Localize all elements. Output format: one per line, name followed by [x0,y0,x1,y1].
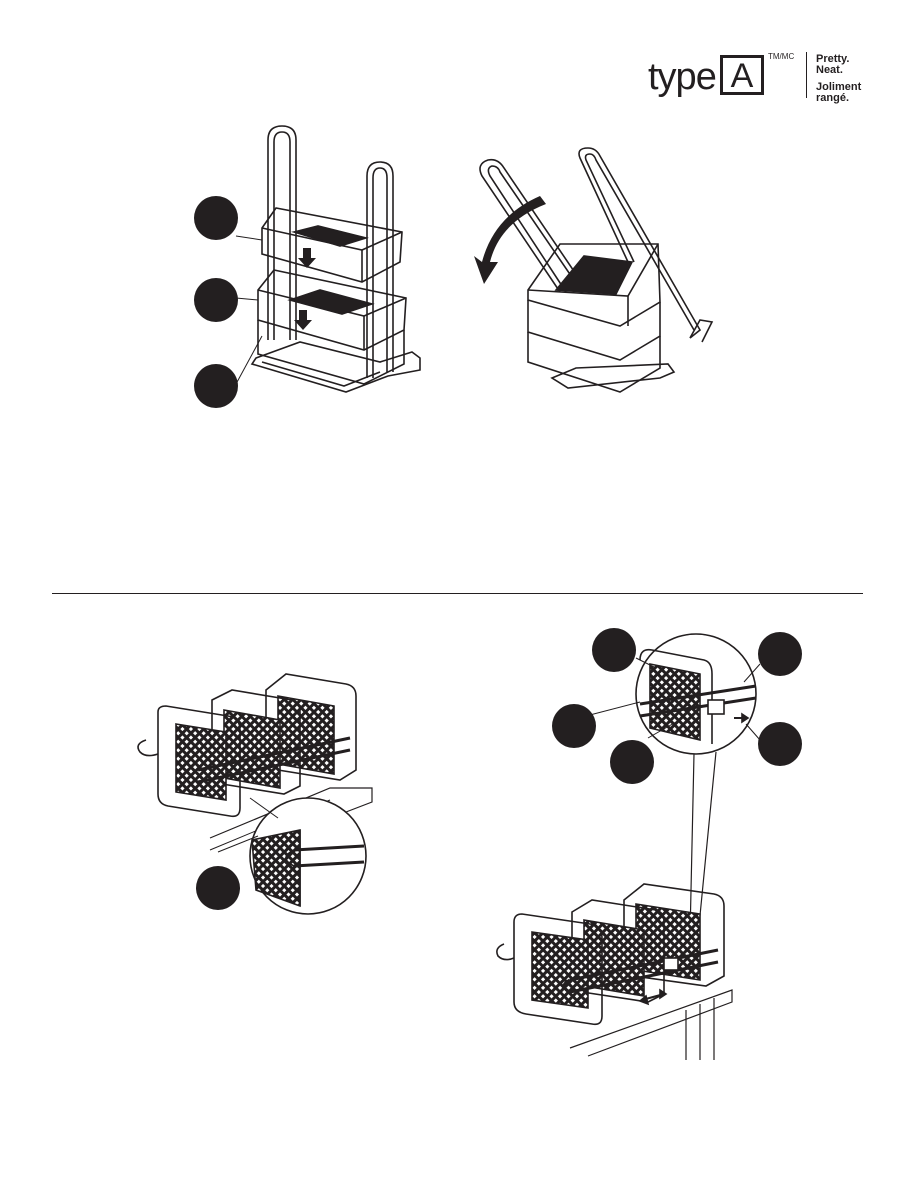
top-basket-liner [294,226,366,246]
connector-detail-figure [586,634,760,936]
callout-circle [758,722,802,766]
callout-circle [552,704,596,748]
slide-arrow-icon [660,990,666,998]
callout-circle [610,740,654,784]
baskets-connected-figure [497,884,732,1060]
callout-circle [194,364,238,408]
right-handle [367,162,393,378]
callout-circle [194,278,238,322]
callout-circle [758,632,802,676]
slide-arrow-icon [640,996,648,1004]
bottom-basket [258,320,404,384]
callout-circle [196,866,240,910]
callout-circle [194,196,238,240]
callout-circle [592,628,636,672]
rotate-arrow-icon [474,196,546,284]
cart-tilt-figure [480,148,712,392]
top-basket [262,208,402,282]
cart-assembly-figure [236,126,420,392]
baskets-lineup-figure [138,674,372,914]
